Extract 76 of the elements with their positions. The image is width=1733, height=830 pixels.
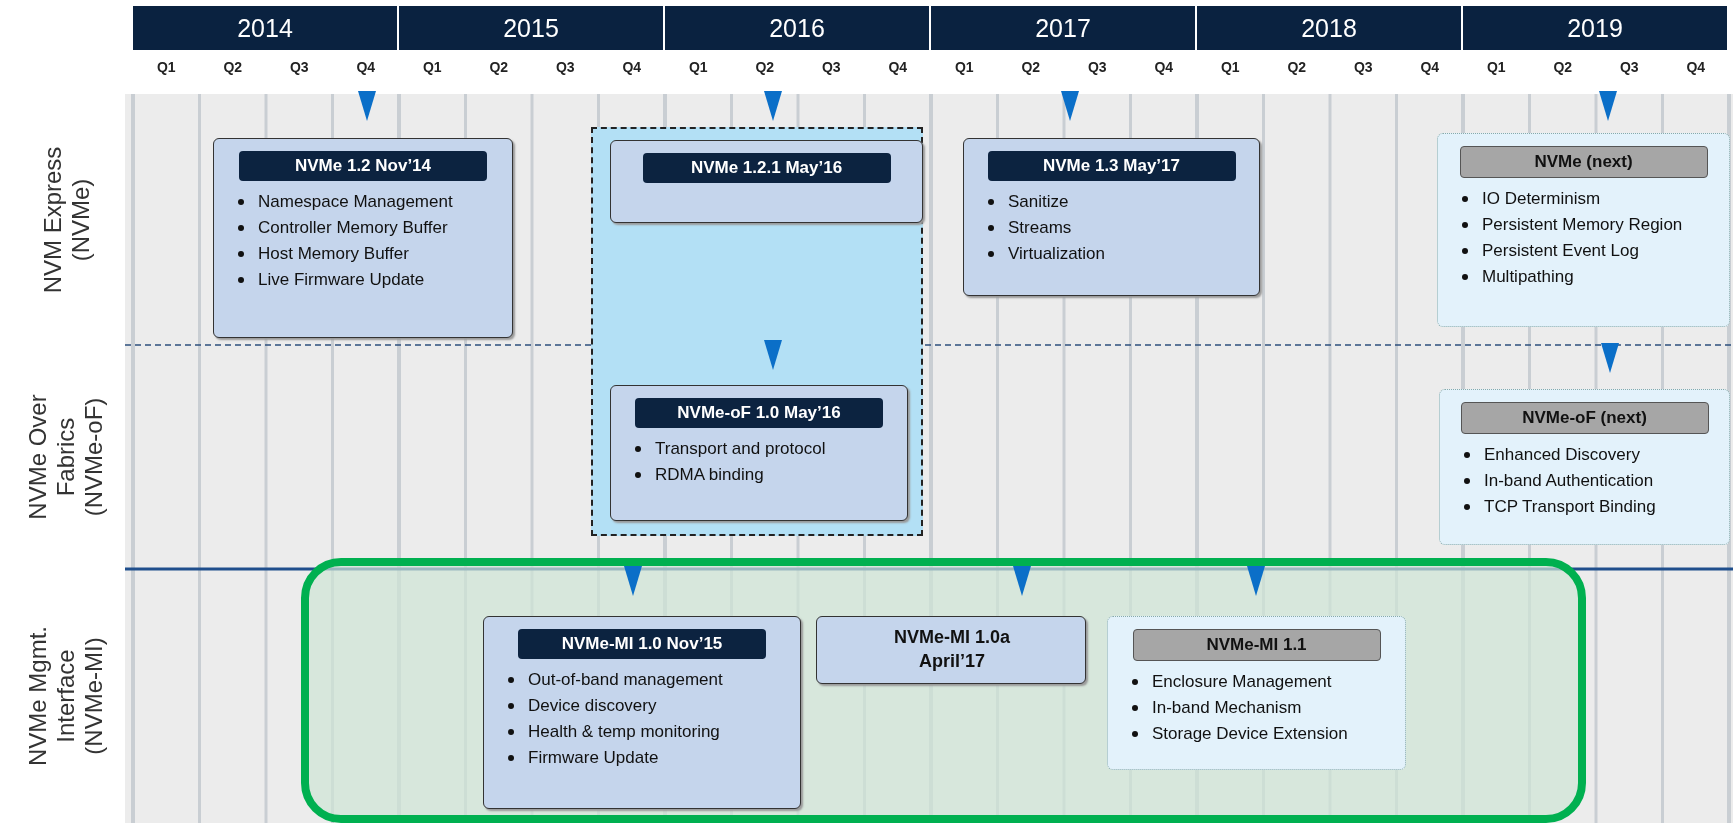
- feature-item: Firmware Update: [528, 747, 659, 769]
- quarter-label: Q2: [488, 58, 510, 77]
- release-title: NVMe-MI 1.1: [1132, 629, 1381, 661]
- year-header: 2019: [1463, 6, 1729, 50]
- release-card: [1439, 389, 1730, 545]
- quarter-label: Q4: [1419, 58, 1441, 77]
- year-header: 2014: [133, 6, 399, 50]
- dashed-group-box: [591, 127, 923, 536]
- quarter-label: Q3: [288, 58, 310, 77]
- release-card: [1437, 133, 1730, 327]
- quarter-label: Q4: [355, 58, 377, 77]
- feature-item: In-band Authentication: [1484, 470, 1654, 492]
- feature-item: Controller Memory Buffer: [258, 217, 448, 239]
- feature-item: Persistent Memory Region: [1482, 214, 1683, 236]
- release-card: [816, 616, 1086, 684]
- feature-item: Device discovery: [528, 695, 657, 717]
- year-header: 2015: [399, 6, 665, 50]
- release-title: NVMe 1.2.1 May’16: [642, 153, 891, 183]
- row-label: NVMe Mgmt. Interface (NVMe-MI): [24, 625, 108, 768]
- quarter-label: Q3: [554, 58, 576, 77]
- feature-item: Enhanced Discovery: [1484, 444, 1640, 466]
- feature-item: Persistent Event Log: [1482, 240, 1639, 262]
- quarter-label: Q1: [687, 58, 709, 77]
- release-title: NVMe 1.3 May’17: [987, 151, 1236, 181]
- feature-item: Health & temp monitoring: [528, 721, 720, 743]
- feature-item: Host Memory Buffer: [258, 243, 409, 265]
- feature-item: In-band Mechanism: [1152, 697, 1302, 719]
- quarter-label: Q3: [1618, 58, 1640, 77]
- release-title: NVMe-MI 1.0a April’17: [892, 626, 1011, 673]
- release-title: NVMe-oF 1.0 May’16: [635, 398, 883, 428]
- quarter-label: Q4: [1685, 58, 1707, 77]
- feature-item: Namespace Management: [258, 191, 453, 213]
- quarter-label: Q2: [1286, 58, 1308, 77]
- year-header: 2017: [931, 6, 1197, 50]
- quarter-label: Q2: [1552, 58, 1574, 77]
- quarter-label: Q4: [621, 58, 643, 77]
- feature-item: RDMA binding: [655, 464, 764, 486]
- quarter-label: Q1: [1485, 58, 1507, 77]
- feature-item: Enclosure Management: [1152, 671, 1332, 693]
- feature-item: TCP Transport Binding: [1484, 496, 1656, 518]
- quarter-label: Q2: [222, 58, 244, 77]
- release-card: [213, 138, 513, 338]
- feature-item: Transport and protocol: [655, 438, 826, 460]
- release-card: [1107, 616, 1406, 770]
- feature-item: Multipathing: [1482, 266, 1574, 288]
- quarter-label: Q3: [820, 58, 842, 77]
- release-card: [610, 385, 908, 521]
- quarter-label: Q1: [155, 58, 177, 77]
- release-title: NVMe (next): [1459, 146, 1708, 178]
- quarter-label: Q4: [1153, 58, 1175, 77]
- row-label: NVM Express (NVMe): [38, 145, 94, 295]
- feature-item: Sanitize: [1008, 191, 1069, 213]
- quarter-label: Q1: [953, 58, 975, 77]
- quarter-label: Q3: [1086, 58, 1108, 77]
- group-frame: [301, 558, 1586, 823]
- quarter-label: Q1: [421, 58, 443, 77]
- feature-item: Out-of-band management: [528, 669, 723, 691]
- feature-item: Storage Device Extension: [1152, 723, 1348, 745]
- feature-item: Virtualization: [1008, 243, 1106, 265]
- feature-item: IO Determinism: [1482, 188, 1601, 210]
- year-header: 2016: [665, 6, 931, 50]
- release-card: [963, 138, 1260, 296]
- feature-item: Streams: [1008, 217, 1072, 239]
- feature-item: Live Firmware Update: [258, 269, 425, 291]
- row-label: NVMe Over Fabrics (NVMe-oF): [24, 393, 108, 522]
- release-title: NVMe-oF (next): [1460, 402, 1709, 434]
- release-title: NVMe-MI 1.0 Nov’15: [518, 629, 766, 659]
- year-header: 2018: [1197, 6, 1463, 50]
- quarter-label: Q4: [887, 58, 909, 77]
- quarter-label: Q1: [1219, 58, 1241, 77]
- release-card: [483, 616, 801, 809]
- release-title: NVMe 1.2 Nov’14: [239, 151, 487, 181]
- quarter-label: Q2: [754, 58, 776, 77]
- quarter-label: Q3: [1352, 58, 1374, 77]
- quarter-label: Q2: [1020, 58, 1042, 77]
- release-card: [610, 140, 923, 223]
